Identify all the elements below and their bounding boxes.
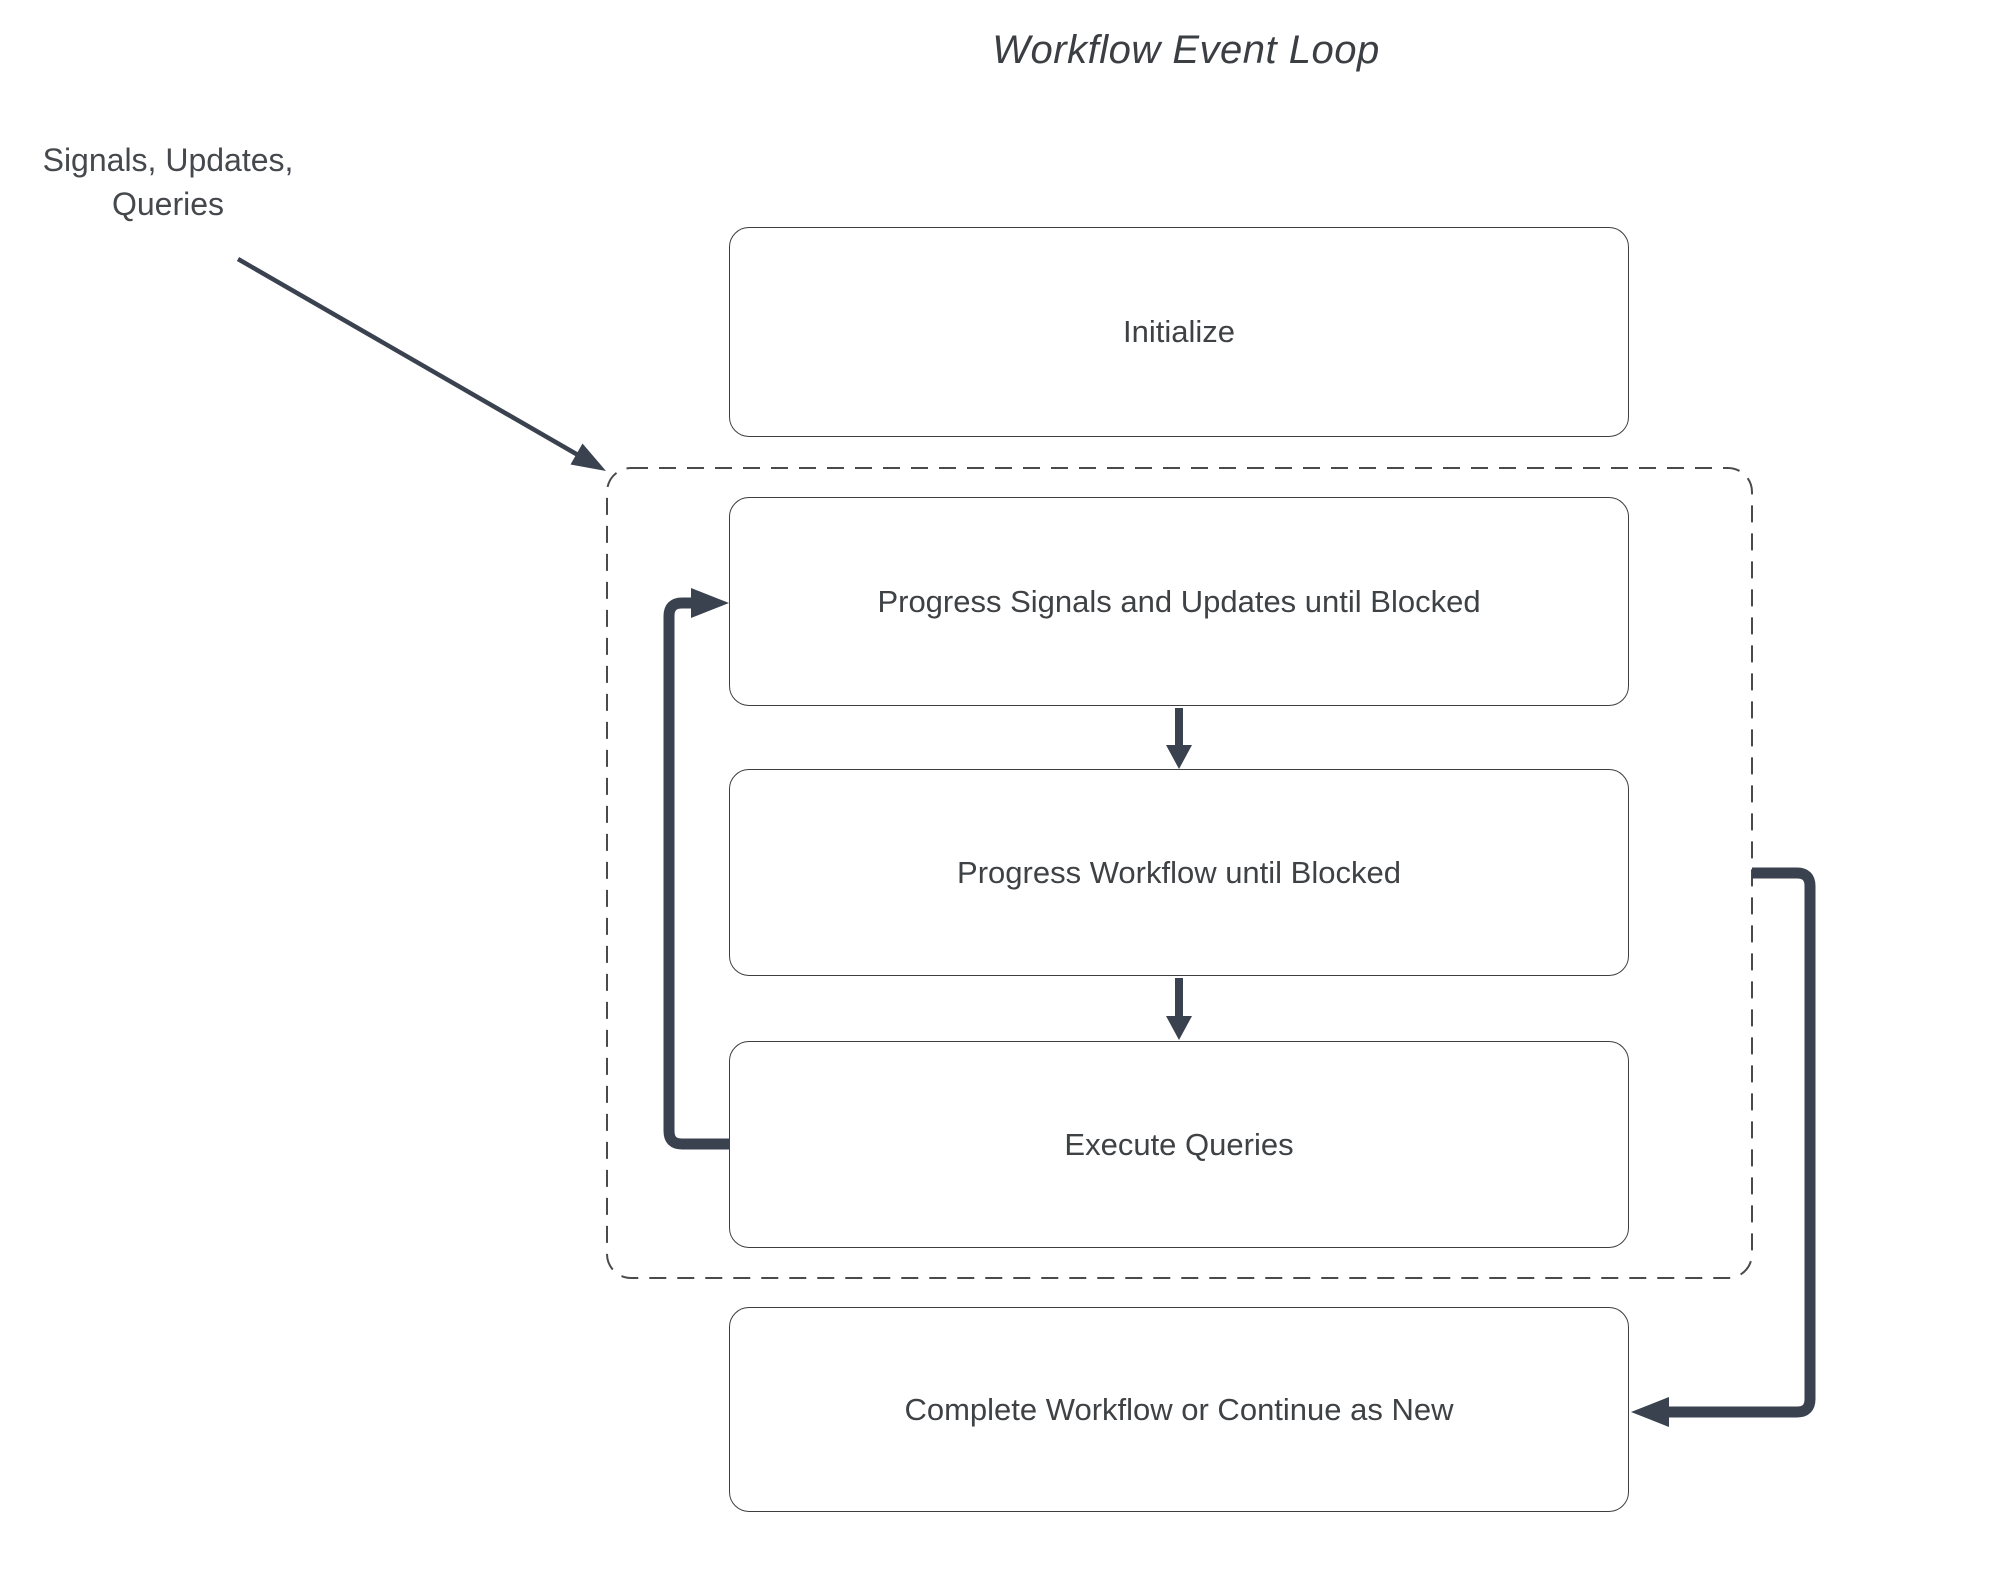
down-arrow-signals-to-workflow <box>1166 708 1192 769</box>
node-progress-workflow-label: Progress Workflow until Blocked <box>957 854 1401 890</box>
elbow-arrow-group-to-complete <box>1631 867 1816 1427</box>
node-progress-signals-label: Progress Signals and Updates until Block… <box>877 583 1481 619</box>
annotation-arrow <box>236 257 606 471</box>
annotation-line-1: Signals, Updates, <box>42 142 294 178</box>
annotation-line-2: Queries <box>111 186 225 222</box>
node-initialize-label: Initialize <box>1123 314 1235 349</box>
down-arrow-workflow-to-queries <box>1166 978 1192 1040</box>
node-initialize: Initialize <box>729 227 1629 437</box>
node-complete-workflow: Complete Workflow or Continue as New <box>729 1307 1629 1512</box>
signals-updates-queries-label: Signals, Updates, Queries <box>28 138 308 226</box>
node-progress-workflow: Progress Workflow until Blocked <box>729 769 1629 976</box>
node-progress-signals-and-updates: Progress Signals and Updates until Block… <box>729 497 1629 706</box>
loop-arrow-queries-to-signals <box>663 588 730 1150</box>
node-execute-queries: Execute Queries <box>729 1041 1629 1248</box>
node-execute-queries-label: Execute Queries <box>1064 1126 1294 1162</box>
diagram-title: Workflow Event Loop <box>992 28 1380 72</box>
node-complete-workflow-label: Complete Workflow or Continue as New <box>904 1391 1454 1427</box>
